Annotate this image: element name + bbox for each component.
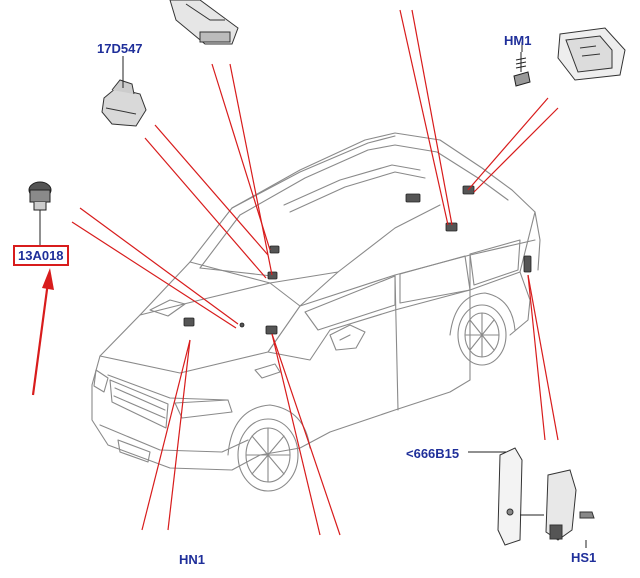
vehicle-sensors bbox=[183, 185, 532, 335]
part-label-hn1: HN1 bbox=[179, 552, 206, 567]
part-label-13a018: 13A018 bbox=[13, 245, 69, 266]
part-label-666b15: <666B15 bbox=[406, 446, 460, 461]
leader-lines bbox=[71, 9, 559, 536]
sensor-hood bbox=[183, 317, 195, 327]
sensor-point bbox=[239, 322, 245, 328]
part-label-hm1: HM1 bbox=[504, 33, 532, 48]
callout-arrow bbox=[31, 268, 54, 396]
sensor-cowl bbox=[265, 325, 278, 335]
top-bracket-part bbox=[169, 0, 239, 45]
control-module-part bbox=[557, 27, 626, 81]
sensor-windshield-lower bbox=[267, 271, 278, 280]
sensor-rear bbox=[523, 255, 532, 273]
label-leaders bbox=[122, 42, 587, 548]
sensor-roof-left bbox=[405, 193, 421, 203]
part-label-17d547: 17D547 bbox=[97, 41, 143, 56]
rain-sensor-part bbox=[28, 181, 52, 245]
camera-module-part bbox=[101, 79, 147, 127]
bracket-plate-part bbox=[497, 447, 523, 546]
vehicle-outline bbox=[91, 132, 541, 492]
sensor-windshield-upper bbox=[269, 245, 280, 254]
sensor-housing-part bbox=[545, 469, 595, 541]
screw-hm1-part bbox=[513, 52, 531, 87]
part-label-hs1: HS1 bbox=[571, 550, 597, 565]
